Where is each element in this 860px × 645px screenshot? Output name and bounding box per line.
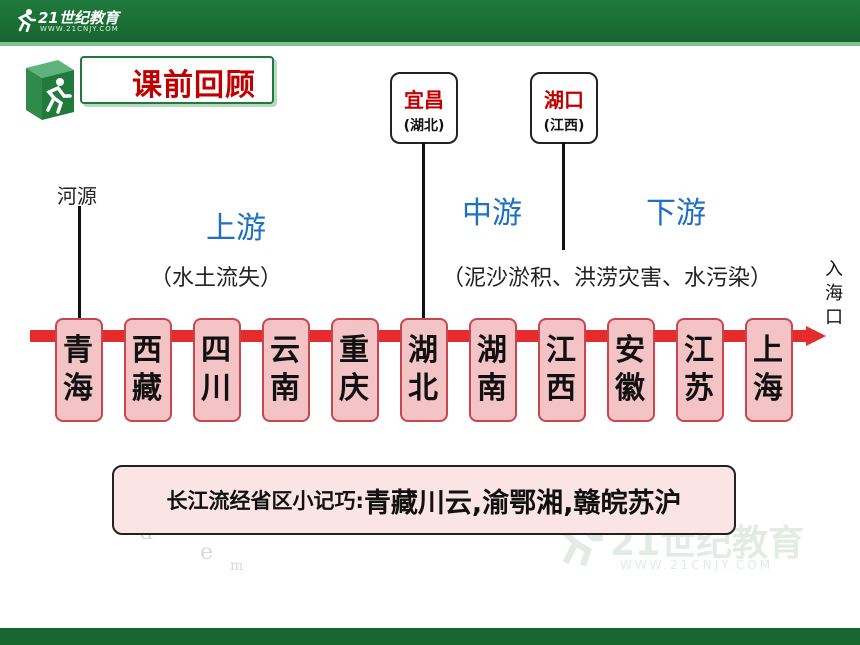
province-char: 青 <box>63 333 95 368</box>
province-jiangxi: 江西 <box>538 318 586 422</box>
brand-name: 21世纪教育 <box>38 9 119 27</box>
brand-logo: 21世纪教育 WWW.21CNJY.COM <box>14 6 134 38</box>
province-char: 上 <box>753 333 785 368</box>
province-char: 藏 <box>132 371 164 406</box>
province-char: 川 <box>201 371 233 406</box>
province-char: 南 <box>270 371 302 406</box>
green-cube-icon <box>26 60 74 120</box>
province-hubei: 湖北 <box>400 318 448 422</box>
watermark-url: WWW.21CNJY.COM <box>620 558 774 572</box>
pin-city: 宜昌 <box>404 88 444 112</box>
province-char: 湖 <box>477 333 509 368</box>
province-qinghai: 青海 <box>55 318 103 422</box>
province-sichuan: 四川 <box>193 318 241 422</box>
province-char: 江 <box>684 333 716 368</box>
province-char: 西 <box>132 333 164 368</box>
header-bar: 21世纪教育 WWW.21CNJY.COM <box>0 0 860 42</box>
province-anhui: 安徽 <box>607 318 655 422</box>
province-shanghai: 上海 <box>745 318 793 422</box>
mnemonic-value: 青藏川云,渝鄂湘,赣皖苏沪 <box>363 487 682 519</box>
upper-reach-label: 上游 <box>206 211 266 246</box>
slide-title-block: 课前回顾 <box>18 52 274 122</box>
mouth-char: 口 <box>825 307 843 328</box>
province-char: 重 <box>339 333 371 368</box>
slide-title: 课前回顾 <box>132 68 256 103</box>
mnemonic-box: 长江流经省区小记巧: 青藏川云,渝鄂湘,赣皖苏沪 <box>112 465 736 535</box>
lower-reach-label: 下游 <box>646 196 706 231</box>
province-char: 海 <box>63 371 95 406</box>
pin-province: (湖北) <box>403 118 445 134</box>
province-yunnan: 云南 <box>262 318 310 422</box>
pin-province: (江西) <box>543 118 585 134</box>
upper-reach-issue: （水土流失） <box>150 266 283 291</box>
province-char: 海 <box>753 371 785 406</box>
mouth-char: 海 <box>825 283 843 304</box>
province-char: 南 <box>477 371 509 406</box>
province-char: 徽 <box>615 371 647 406</box>
mnemonic-label: 长江流经省区小记巧: <box>166 489 364 513</box>
header-divider <box>0 42 860 46</box>
runner-icon <box>17 9 36 32</box>
river-mouth-label: 入 海 口 <box>823 258 845 330</box>
middle-reach-label: 中游 <box>462 196 522 231</box>
pin-yichang: 宜昌 (湖北) <box>390 72 458 144</box>
pin-city: 湖口 <box>544 88 584 112</box>
province-char: 苏 <box>684 371 716 406</box>
brand-url: WWW.21CNJY.COM <box>40 25 119 33</box>
province-char: 西 <box>546 371 578 406</box>
pin-line-hukou <box>562 142 565 250</box>
mouth-char: 入 <box>825 259 843 280</box>
province-jiangsu: 江苏 <box>676 318 724 422</box>
province-hunan: 湖南 <box>469 318 517 422</box>
province-char: 湖 <box>408 333 440 368</box>
pin-line-yichang <box>422 142 425 322</box>
province-char: 四 <box>201 333 233 368</box>
title-banner: 课前回顾 <box>80 56 274 104</box>
footer-bar <box>0 628 860 645</box>
source-line <box>78 206 81 322</box>
province-char: 安 <box>615 333 647 368</box>
river-source-label: 河源 <box>57 184 97 208</box>
province-char: 庆 <box>339 371 371 406</box>
province-char: 江 <box>546 333 578 368</box>
province-char: 北 <box>408 371 440 406</box>
province-xizang: 西藏 <box>124 318 172 422</box>
river-arrow-head <box>806 326 826 346</box>
pin-hukou: 湖口 (江西) <box>530 72 598 144</box>
province-char: 云 <box>270 333 302 368</box>
province-chongqing: 重庆 <box>331 318 379 422</box>
middle-lower-issues: （泥沙淤积、洪涝灾害、水污染） <box>442 266 773 291</box>
